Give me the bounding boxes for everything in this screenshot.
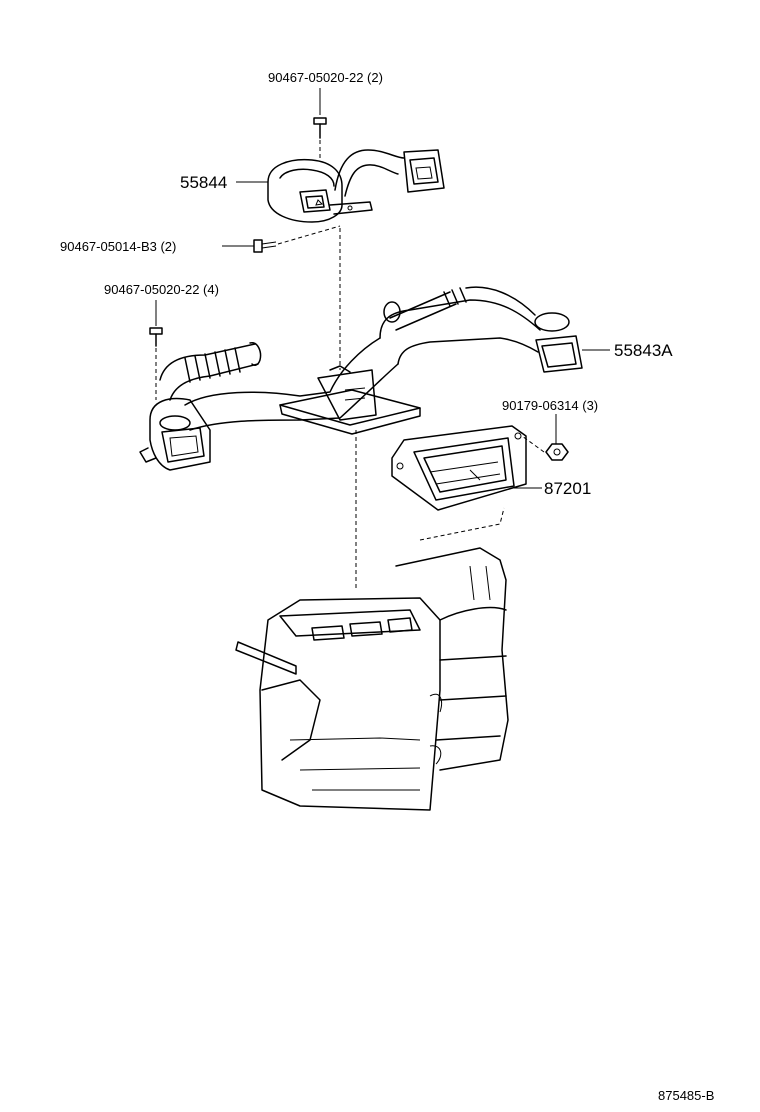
figure-code: 875485-B [658, 1088, 714, 1103]
label-frame-87201: 87201 [544, 479, 591, 498]
bolt-top-icon [313, 88, 327, 160]
frame-87201 [391, 425, 542, 511]
label-duct-55843A: 55843A [614, 341, 673, 360]
label-nut: 90179-06314 (3) [502, 398, 598, 413]
heater-unit [235, 228, 509, 811]
clip-b3-icon [222, 225, 341, 253]
labels: 90467-05020-22 (2) 55844 90467-05014-B3 … [60, 70, 714, 1103]
label-duct-55844: 55844 [180, 173, 227, 192]
label-bolt-left: 90467-05020-22 (4) [104, 282, 219, 297]
label-bolt-top: 90467-05020-22 (2) [268, 70, 383, 85]
bolt-left-icon [149, 300, 163, 400]
duct-55844 [267, 149, 445, 223]
nut-icon [521, 414, 569, 461]
duct-55843A [139, 286, 583, 471]
label-clip-b3: 90467-05014-B3 (2) [60, 239, 176, 254]
